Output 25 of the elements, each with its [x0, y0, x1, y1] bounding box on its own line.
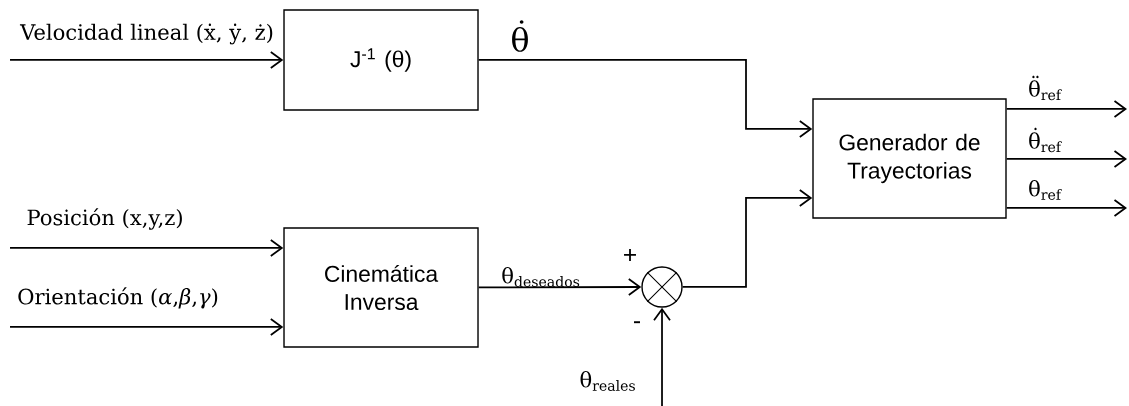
edge-label: θ$_{ref}$	[1029, 180, 1062, 200]
edge-label: Posición (x,y,z)	[27, 208, 182, 230]
block-box: Generador de Trayectorias	[812, 98, 1007, 219]
arrow	[681, 189, 813, 288]
arrow	[9, 318, 284, 336]
arrow	[1005, 100, 1127, 118]
arrow	[477, 278, 642, 296]
summing-junction	[641, 266, 683, 308]
block-box: J$^{-1}$ (θ)	[283, 9, 479, 111]
block-box: Cinemática Inversa	[283, 227, 479, 348]
edge-label: Orientación (α,β,γ)	[18, 287, 218, 309]
sign-label: +	[624, 248, 636, 261]
arrow	[1005, 199, 1127, 217]
edge-label: θ̈$_{ref}$	[1029, 75, 1062, 101]
arrow	[9, 239, 284, 257]
arrow	[1005, 150, 1127, 168]
edge-label: θ$_{deseados}$	[502, 267, 580, 287]
arrow	[653, 307, 671, 406]
edge-label: θ̇$_{ref}$	[1029, 127, 1062, 153]
edge-label: Velocidad lineal (ẋ, ẏ, ż)	[19, 23, 273, 45]
sign-label: -	[634, 321, 640, 324]
arrow	[477, 59, 813, 138]
arrow	[9, 51, 284, 69]
edge-label: θ̇	[512, 20, 528, 52]
edge-label: θ$_{reales}$	[580, 371, 635, 391]
